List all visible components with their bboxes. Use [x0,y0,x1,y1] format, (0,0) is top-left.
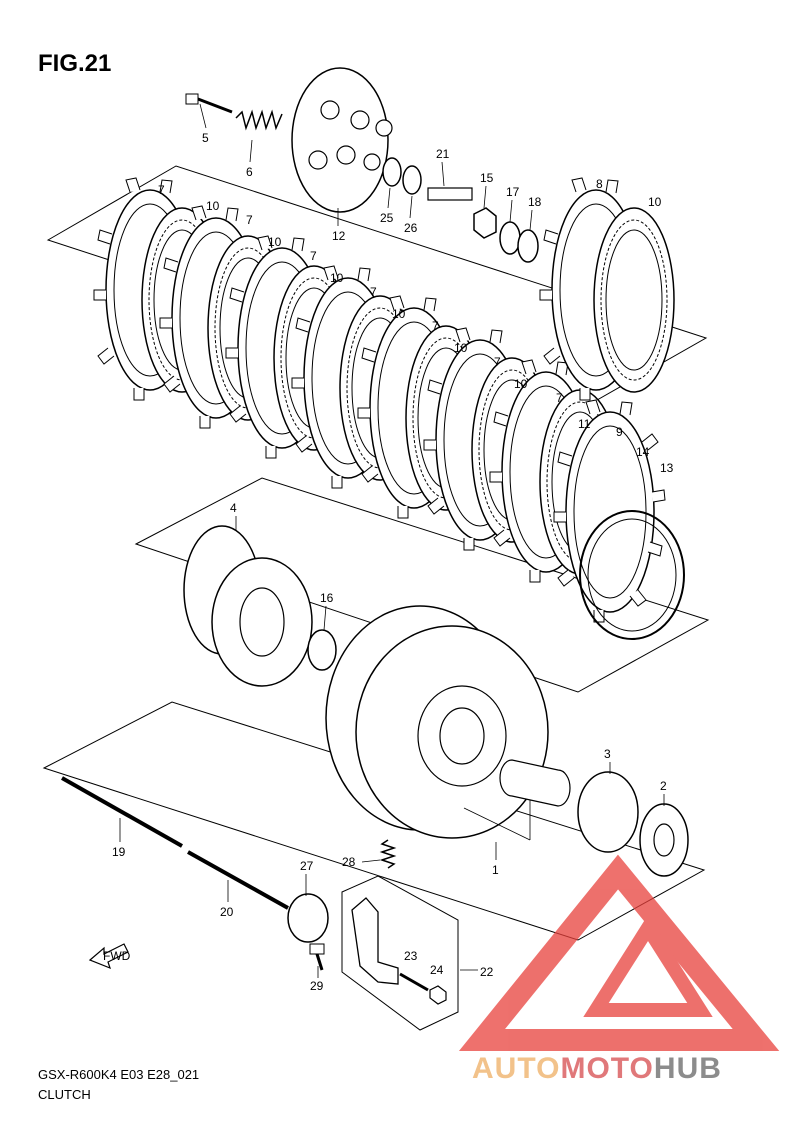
callout-12: 12 [332,229,346,243]
callout-10-right: 10 [648,195,662,209]
callout-17: 17 [506,185,520,199]
callout-3: 3 [604,747,611,761]
fwd-label: FWD [103,949,131,963]
watermark-auto: AUTO [472,1052,561,1085]
callout-7: 7 [158,183,165,197]
callout-27: 27 [300,859,314,873]
callout-29: 29 [310,979,324,993]
clutch-housing-1 [325,605,549,839]
watermark-logo [458,854,780,1051]
callout-9: 9 [616,425,623,439]
callout-7: 7 [494,355,501,369]
callout-11: 11 [578,417,591,431]
clutch-hub-4 [183,525,313,687]
callout-18: 18 [528,195,542,209]
callout-7: 7 [310,249,317,263]
callout-23: 23 [404,949,418,963]
pressure-plate-12 [291,67,393,213]
model-code: GSX-R600K4 E03 E28_021 [38,1067,200,1082]
callout-10: 10 [392,307,406,321]
callout-24: 24 [430,963,444,977]
callout-10: 10 [514,377,528,391]
watermark-text: AUTOMOTOHUB [472,1052,722,1086]
watermark-moto: MOTO [560,1052,654,1085]
callout-6: 6 [246,165,253,179]
callout-25: 25 [380,211,394,225]
callout-2: 2 [660,779,667,793]
callout-16: 16 [320,591,334,605]
callout-7: 7 [246,213,253,227]
callout-14: 14 [636,445,650,459]
bolt-5 [185,93,233,114]
callout-10: 10 [454,341,468,355]
callout-19: 19 [112,845,126,859]
fwd-arrow-icon: FWD [88,943,131,970]
callout-20: 20 [220,905,234,919]
watermark-hub: HUB [653,1052,722,1085]
callout-28: 28 [342,855,356,869]
callout-10: 10 [206,199,220,213]
callout-7: 7 [370,285,377,299]
callout-5: 5 [202,131,209,145]
callout-21: 21 [436,147,450,161]
callout-10: 10 [268,235,282,249]
figure-title: FIG.21 [38,50,112,77]
spring-6 [235,109,283,131]
callout-13: 13 [660,461,674,475]
callout-4: 4 [230,501,237,515]
callout-15: 15 [480,171,494,185]
callout-22: 22 [480,965,494,979]
callout-26: 26 [404,221,418,235]
callout-7: 7 [432,319,439,333]
callout-1: 1 [492,863,499,877]
callout-7: 7 [556,391,563,405]
section-name: CLUTCH [38,1087,91,1102]
spring-washer-13 [579,510,685,640]
callout-8: 8 [596,177,603,191]
callout-10: 10 [330,271,344,285]
